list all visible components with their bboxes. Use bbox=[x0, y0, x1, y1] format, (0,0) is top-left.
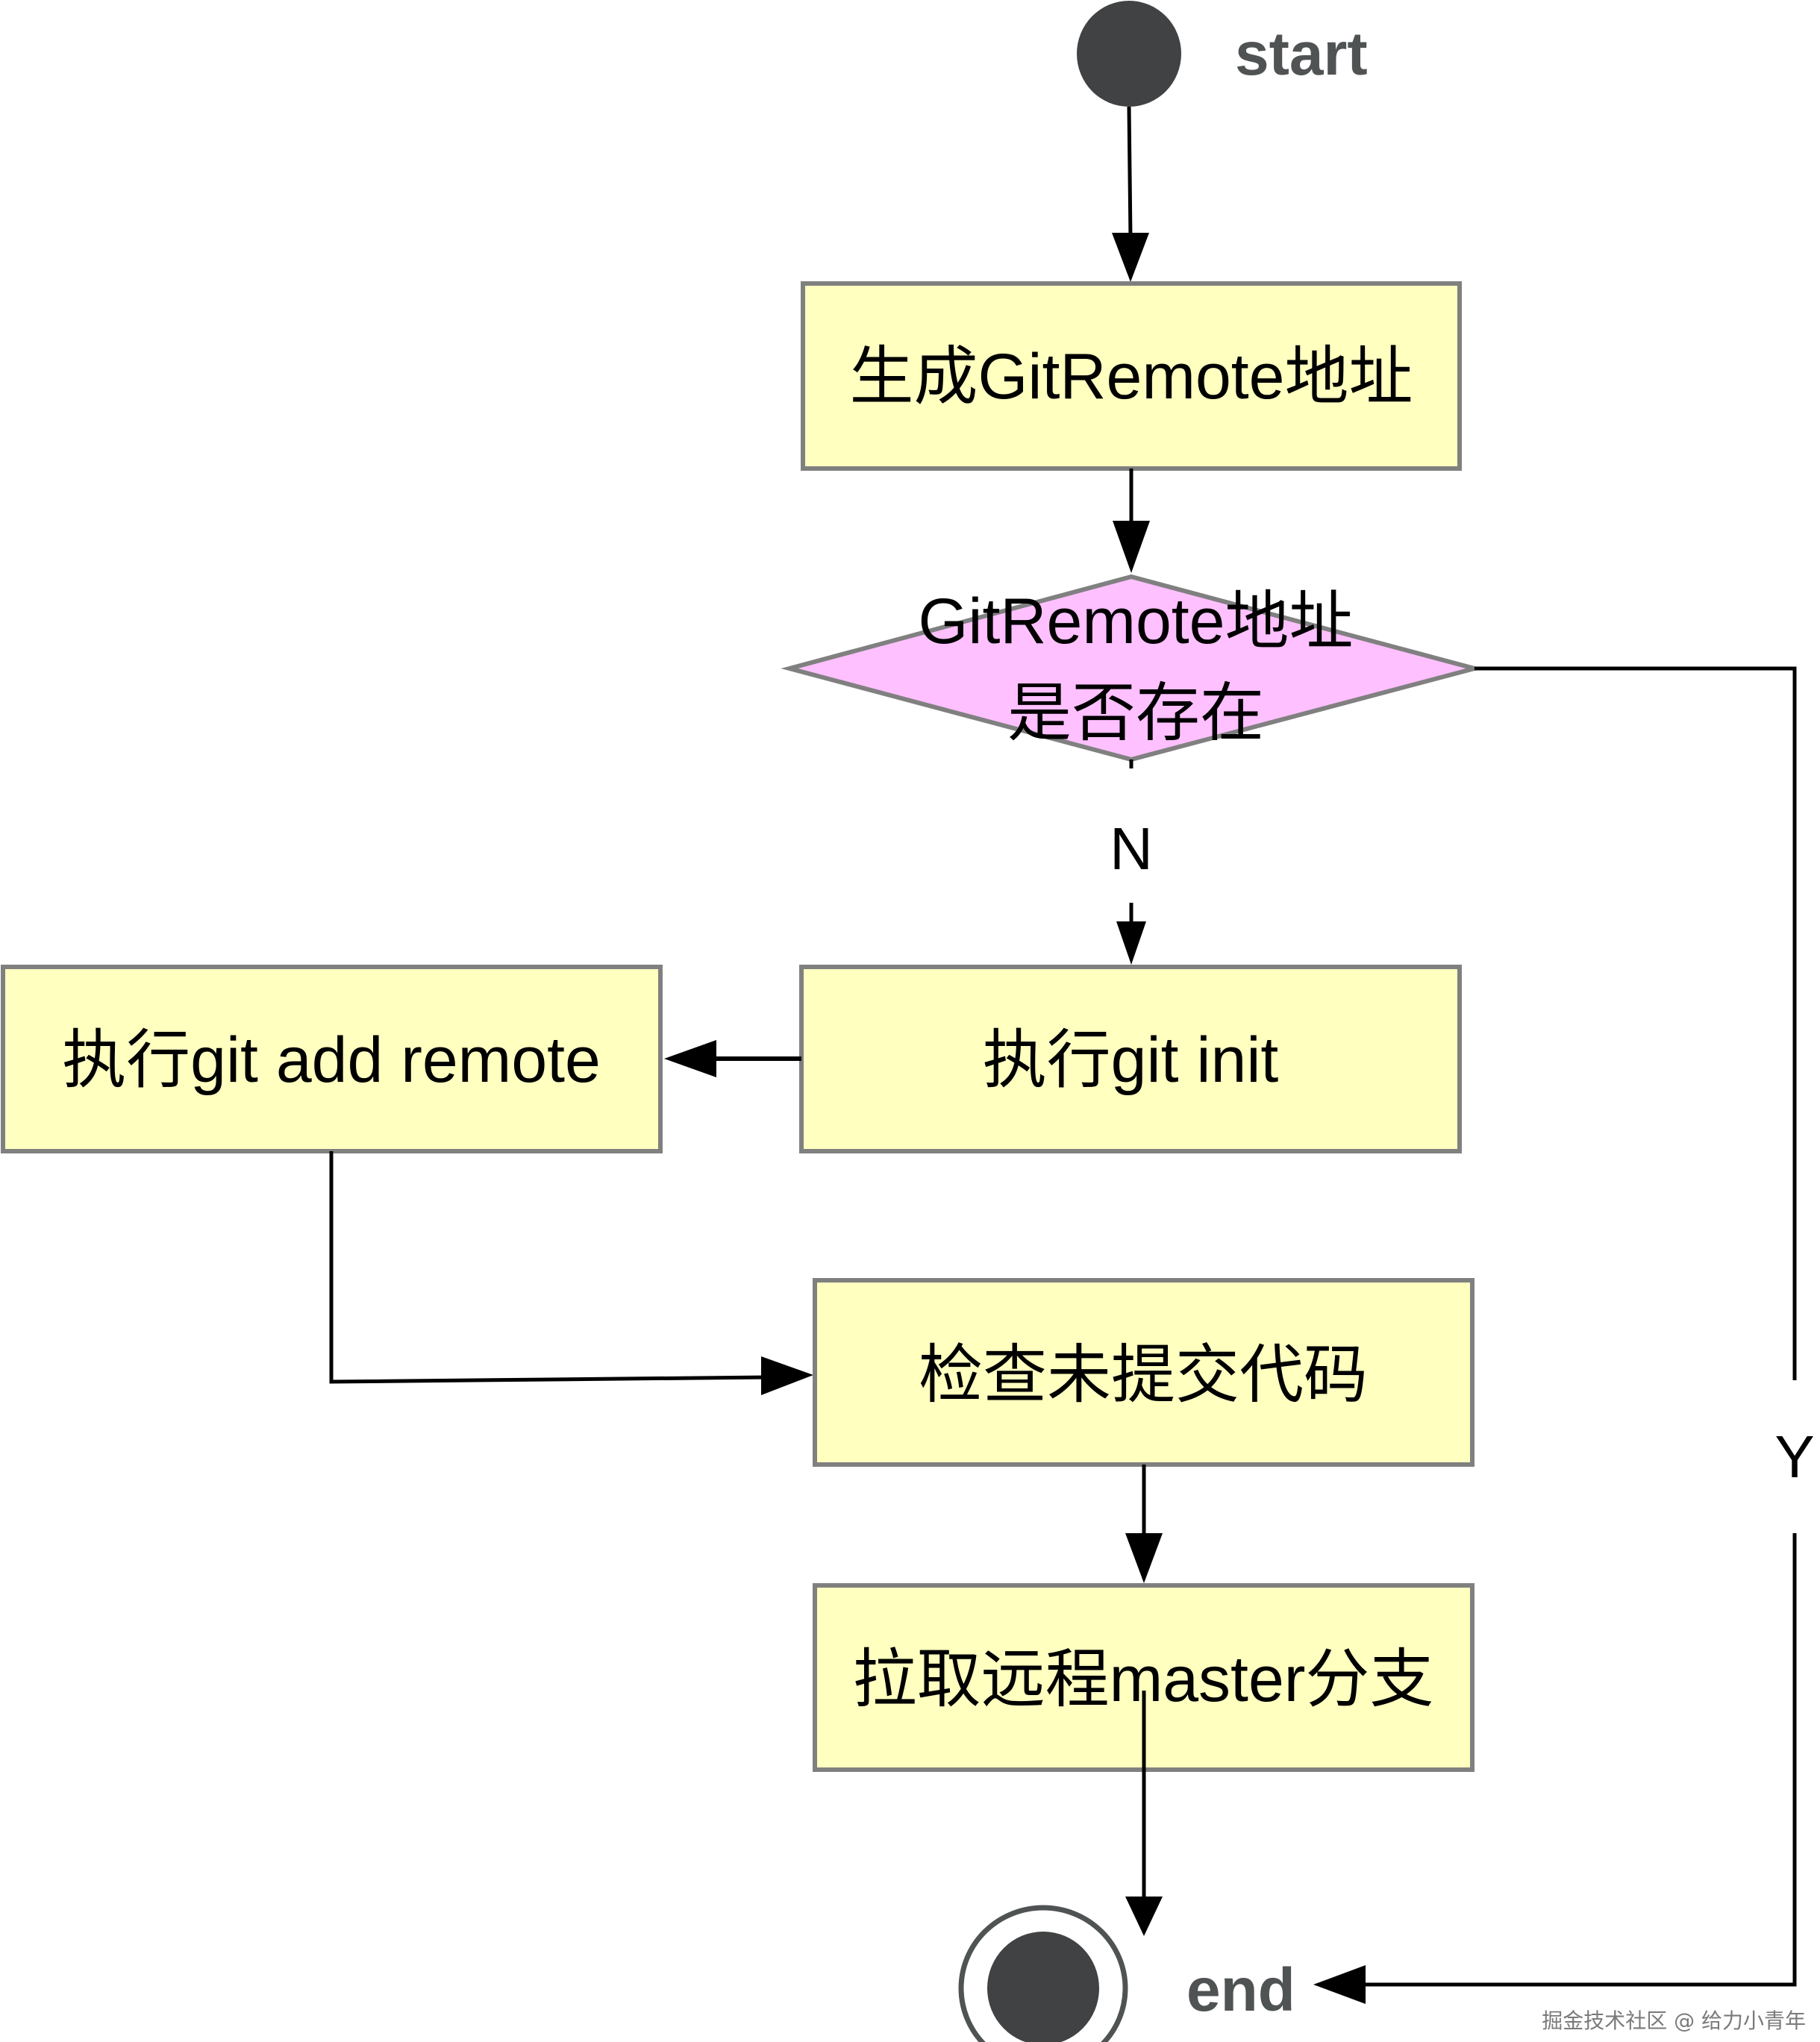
edge-gen-to-decision bbox=[1113, 469, 1150, 573]
edge-decision-to-end: Y bbox=[1313, 666, 1815, 2004]
end-inner-circle-icon bbox=[987, 1932, 1099, 2042]
start-circle-icon bbox=[1077, 1, 1181, 107]
end-node[interactable]: end bbox=[958, 1905, 1295, 2042]
start-label: start bbox=[1235, 20, 1368, 88]
process-git-add-remote-label: 执行git add remote bbox=[62, 1024, 601, 1096]
edge-label-no: N bbox=[1110, 815, 1153, 882]
watermark: 掘金技术社区 @ 给力小青年 bbox=[1542, 2008, 1806, 2033]
edge-start-to-gen bbox=[1112, 106, 1149, 282]
decision-label-line1: GitRemote地址 bbox=[918, 586, 1353, 657]
process-check-uncommitted-label: 检查未提交代码 bbox=[919, 1339, 1368, 1411]
process-git-init[interactable]: 执行git init bbox=[799, 965, 1462, 1153]
process-check-uncommitted[interactable]: 检查未提交代码 bbox=[813, 1278, 1475, 1467]
process-git-init-label: 执行git init bbox=[983, 1024, 1279, 1096]
edge-decision-to-git-init: N bbox=[1110, 760, 1153, 965]
process-git-add-remote[interactable]: 执行git add remote bbox=[1, 965, 663, 1153]
end-label: end bbox=[1186, 1956, 1295, 2024]
edge-pull-to-end bbox=[1125, 1691, 1163, 1936]
edge-check-to-pull bbox=[1125, 1465, 1163, 1583]
decision-label-line2: 是否存在 bbox=[1007, 677, 1264, 749]
decision-gitremote-exists[interactable]: GitRemote地址 是否存在 bbox=[781, 574, 1483, 762]
edge-label-yes: Y bbox=[1774, 1424, 1814, 1490]
edge-git-init-to-add-remote bbox=[664, 1040, 801, 1077]
edge-add-remote-to-check bbox=[329, 1151, 813, 1395]
process-generate-gitremote-label: 生成GitRemote地址 bbox=[849, 341, 1413, 413]
process-generate-gitremote[interactable]: 生成GitRemote地址 bbox=[801, 281, 1462, 471]
start-node[interactable]: start bbox=[1077, 1, 1368, 107]
